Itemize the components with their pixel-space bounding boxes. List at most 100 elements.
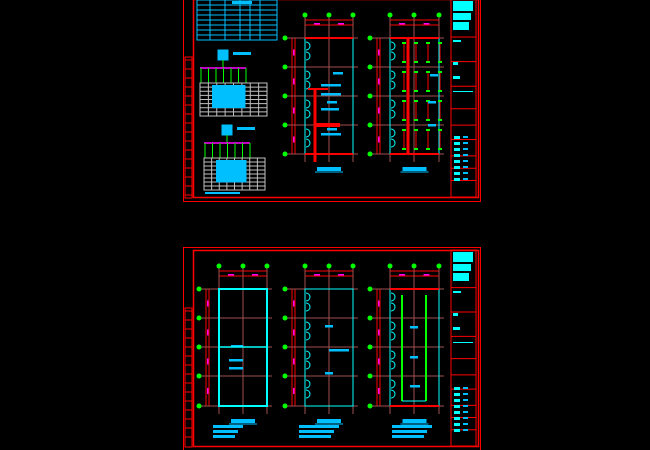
axis-bubble [216,263,222,269]
title-block-value [463,393,468,395]
door-swing-arc [390,128,396,138]
company-name-block [453,264,471,271]
title-block-field [454,405,460,408]
annotation-block [333,72,343,75]
general-note [392,425,432,428]
column-cap [414,71,418,73]
axis-bubble [436,263,442,269]
logo-block [453,252,473,262]
dimension-mark [378,107,380,114]
dimension-mark [423,274,430,276]
column-cap [426,148,430,150]
axis-bubble [367,93,373,99]
column-cap [438,71,442,73]
axis-bubble [196,315,202,321]
axis-bubble [367,151,373,157]
dimension-mark [293,300,295,307]
dimension-mark [252,274,258,276]
revision-strip-frame [184,56,193,199]
dimension-mark [207,358,209,365]
title-block-frame [450,249,477,447]
axis-bubble [367,315,373,321]
axis-bubble [367,286,373,292]
sheet-inner-border [192,0,480,199]
general-note [213,425,243,428]
annotation-block [229,367,243,370]
column-cap [414,61,418,63]
general-note [392,435,424,438]
door-swing-arc [305,109,311,119]
column-cap [438,90,442,92]
column-cap [426,90,430,92]
door-swing-arc [305,379,311,389]
load-table [203,157,266,191]
drawing-sheet-2 [183,247,481,450]
sheet-outer-border [183,247,481,450]
title-block-frame [450,0,477,198]
title-text-block [453,40,461,42]
title-block-field [454,411,460,414]
title-text-block [453,342,473,343]
dimension-mark [378,388,380,394]
door-swing-arc [390,138,396,148]
column-cap [426,129,430,131]
column-cap [402,148,406,150]
dimension-mark [378,358,380,365]
axis-bubble [282,373,288,379]
axis-bubble [196,373,202,379]
floor-plan [367,12,444,173]
dimension-mark [293,107,295,114]
sheet-note [205,192,240,194]
title-block-value [463,429,468,431]
door-swing-arc [305,302,311,312]
axis-bubble [302,12,308,18]
title-block-field [454,393,460,396]
door-swing-arc [390,99,396,109]
door-swing-arc [390,80,396,90]
door-swing-arc [305,51,311,61]
door-swing-arc [305,80,311,90]
stair-beam [315,123,340,127]
annotation-block [410,385,420,388]
door-swing-arc [390,51,396,61]
column-cap [414,129,418,131]
column-cap [402,100,406,102]
axis-bubble [367,35,373,41]
column-cap [438,100,442,102]
title-block-value [463,136,468,138]
title-block-value [463,405,468,407]
title-block-field [454,148,460,151]
dimension-mark [207,388,209,394]
door-swing-arc [390,292,396,302]
riser-label [233,52,251,55]
annotation-block [321,133,341,136]
axis-bubble [282,64,288,70]
dimension-mark [228,274,234,276]
dimension-mark [207,329,209,336]
dimension-mark [399,23,405,25]
title-block-field [454,423,460,426]
schedule-table [196,0,278,41]
general-note [213,430,238,433]
annotation-block [321,93,341,96]
annotation-block [327,128,337,131]
dimension-mark [378,329,380,336]
column-cap [402,119,406,121]
table-content [212,85,246,109]
title-block-field [454,178,460,181]
column-cap [414,100,418,102]
dimension-mark [314,274,320,276]
dimension-mark [293,388,295,394]
annotation-block [410,356,418,359]
axis-bubble [264,263,270,269]
dimension-mark [314,23,320,25]
title-text-block [453,91,473,92]
title-block-value [463,172,468,174]
column-cap [438,129,442,131]
floor-plan [196,263,272,425]
axis-bubble [367,122,373,128]
axis-bubble [367,344,373,350]
door-swing-arc [390,109,396,119]
title-block-field [454,154,460,157]
